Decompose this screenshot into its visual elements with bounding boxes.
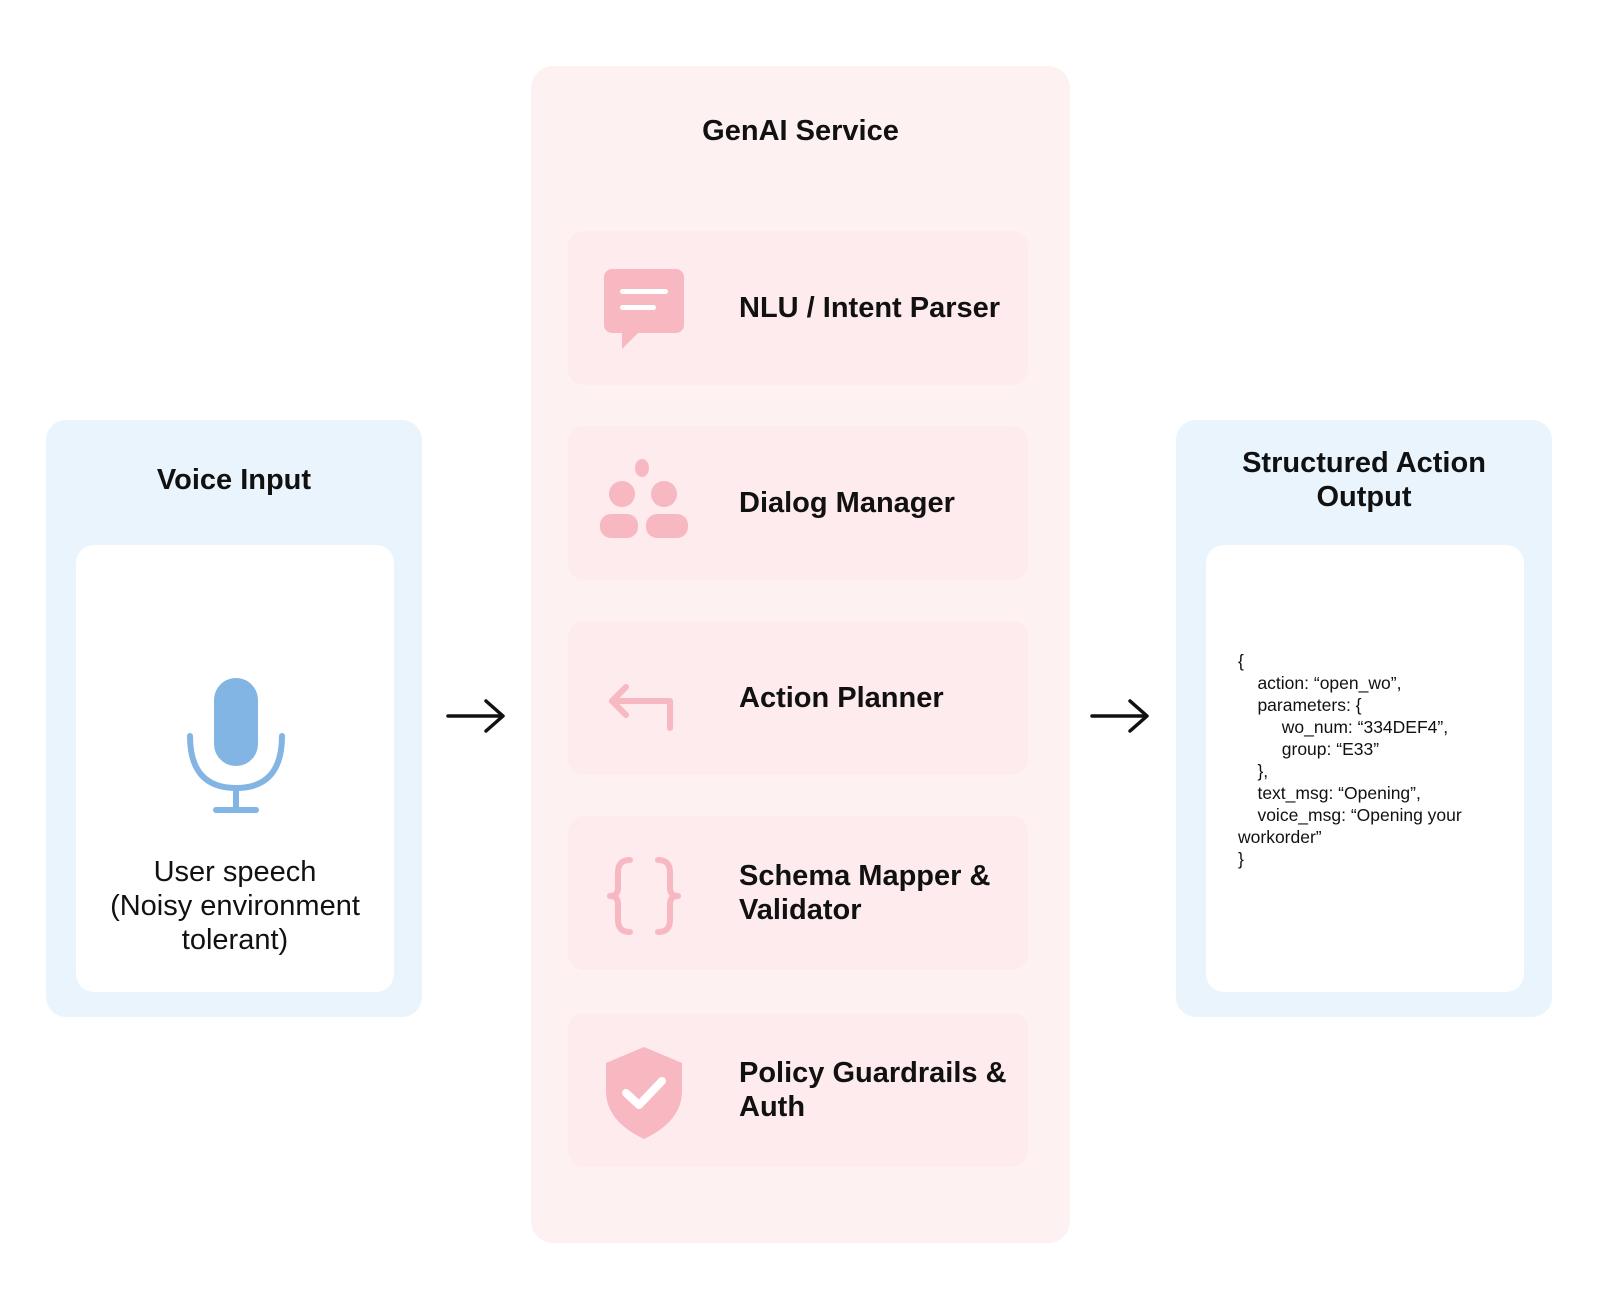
curly-braces-icon [596, 848, 692, 944]
voice-input-panel: Voice Input User speech (Noisy environme… [46, 420, 422, 1017]
shield-check-icon [596, 1045, 692, 1141]
genai-service-panel: GenAI Service NLU / Intent Parser [531, 66, 1070, 1243]
component-nlu-intent-parser: NLU / Intent Parser [568, 231, 1028, 385]
people-icon [596, 458, 692, 554]
component-label: Schema Mapper & Validator [739, 860, 991, 926]
flow-arrow-right-icon [1090, 696, 1152, 736]
json-output-text: { action: “open_wo”, parameters: { wo_nu… [1238, 651, 1462, 869]
component-schema-mapper-validator: Schema Mapper & Validator [568, 816, 1028, 970]
microphone-icon [176, 670, 296, 820]
return-arrow-icon [596, 653, 692, 749]
structured-output-panel: Structured Action Output { action: “open… [1176, 420, 1552, 1017]
component-dialog-manager: Dialog Manager [568, 426, 1028, 580]
voice-input-description: User speech (Noisy environment tolerant) [110, 856, 360, 956]
voice-input-card: User speech (Noisy environment tolerant) [76, 545, 394, 992]
component-policy-guardrails-auth: Policy Guardrails & Auth [568, 1013, 1028, 1167]
structured-output-card: { action: “open_wo”, parameters: { wo_nu… [1206, 545, 1524, 992]
flow-arrow-right-icon [446, 696, 508, 736]
chat-bubble-icon [596, 263, 692, 359]
component-label: NLU / Intent Parser [739, 292, 1001, 324]
genai-service-title: GenAI Service [702, 115, 899, 147]
component-label: Policy Guardrails & Auth [739, 1057, 1007, 1123]
structured-output-title: Structured Action Output [1242, 447, 1486, 513]
voice-input-title: Voice Input [156, 464, 312, 496]
component-label: Dialog Manager [739, 487, 955, 519]
component-action-planner: Action Planner [568, 621, 1028, 775]
component-label: Action Planner [739, 682, 944, 714]
